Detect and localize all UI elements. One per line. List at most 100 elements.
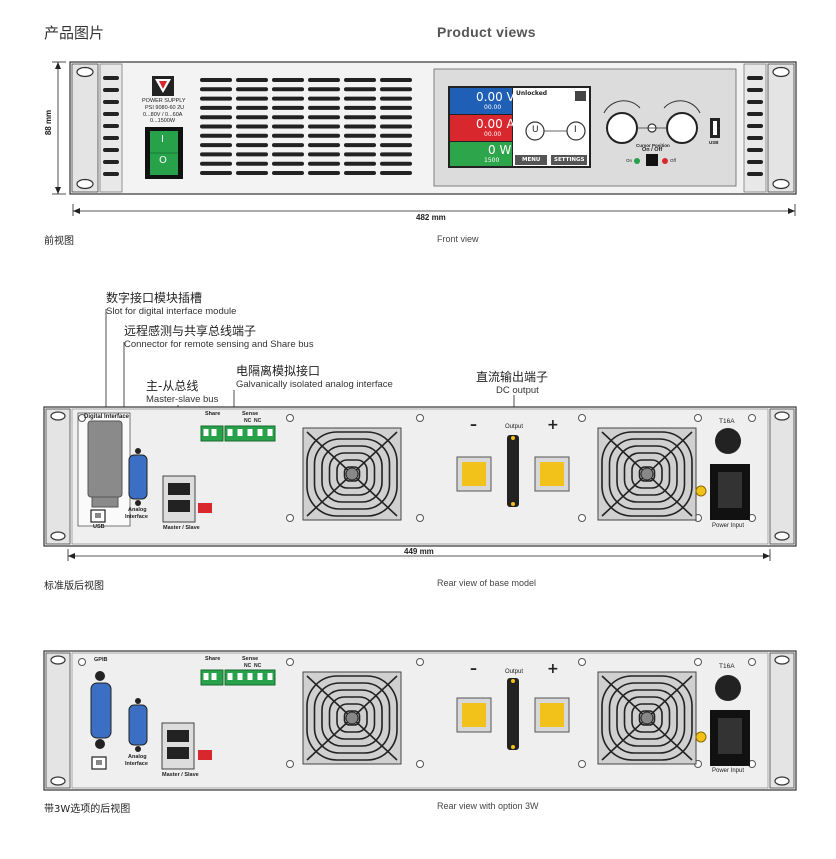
range-label: 0...80V / 0...60A bbox=[143, 112, 183, 118]
digital-interface-label: Digital Interface bbox=[84, 414, 130, 420]
annotation-slot-cn: 数字接口模块插槽 bbox=[106, 291, 203, 305]
usb-label: USB bbox=[93, 524, 105, 530]
annotation-analog-cn: 电隔离模拟接口 bbox=[236, 364, 321, 378]
minus-symbol: – bbox=[470, 661, 477, 677]
menu-button[interactable] bbox=[515, 155, 547, 165]
annotation-master-slave-en: Master-slave bus bbox=[146, 394, 219, 405]
rear-3w-caption-cn: 带3W选项的后视图 bbox=[44, 804, 131, 815]
dip-switch[interactable] bbox=[198, 503, 212, 513]
front-height-label: 88 mm bbox=[44, 109, 54, 136]
brand-logo bbox=[152, 76, 174, 96]
fan-grills bbox=[306, 431, 693, 517]
menu-label: MENU bbox=[522, 157, 541, 163]
off-led-icon bbox=[662, 158, 668, 164]
power-input-label: Power Input bbox=[712, 523, 745, 529]
voltage-set: 00.00 bbox=[484, 104, 502, 111]
status-text: Unlocked bbox=[516, 90, 548, 97]
usb-label: USB bbox=[709, 140, 719, 145]
on-off-label: On / Off bbox=[642, 147, 663, 153]
ground-screw bbox=[695, 485, 707, 497]
analog-label-2: Interface bbox=[125, 761, 148, 767]
page-title-en: Product views bbox=[437, 24, 536, 40]
front-width-dimension bbox=[72, 204, 796, 216]
share-label: Share bbox=[205, 656, 221, 662]
mode-u-label: U bbox=[532, 125, 539, 135]
plus-symbol: + bbox=[547, 417, 559, 433]
annotation-dc-output-cn: 直流输出端子 bbox=[476, 370, 549, 384]
switch-on-symbol: I bbox=[161, 134, 164, 145]
plus-symbol: + bbox=[547, 661, 559, 677]
output-bar bbox=[507, 435, 519, 507]
analog-interface-connector[interactable] bbox=[128, 704, 148, 746]
fuse-holder[interactable] bbox=[715, 428, 741, 454]
rear-width-label: 449 mm bbox=[404, 547, 434, 556]
power-range-label: 0...1500W bbox=[150, 118, 176, 124]
switch-off-symbol: O bbox=[159, 155, 167, 166]
rear-base-caption-en: Rear view of base model bbox=[437, 578, 537, 588]
on-label: On bbox=[626, 158, 633, 163]
analog-label-2: Interface bbox=[125, 514, 148, 520]
sense-label: Sense bbox=[242, 656, 259, 662]
front-caption-cn: 前视图 bbox=[44, 236, 74, 247]
current-field[interactable] bbox=[450, 115, 512, 141]
front-height-dimension bbox=[52, 61, 66, 195]
analog-interface-connector[interactable] bbox=[128, 454, 148, 500]
model-label: PSI 9080-60 2U bbox=[145, 105, 185, 111]
share-label: Share bbox=[205, 411, 221, 417]
power-set: 1500 bbox=[484, 157, 500, 164]
rear-base-caption-cn: 标准版后视图 bbox=[44, 581, 104, 592]
master-slave-label: Master / Slave bbox=[162, 772, 199, 778]
annotation-dc-output-en: DC output bbox=[496, 385, 539, 396]
output-label: Output bbox=[505, 669, 524, 675]
lock-icon[interactable] bbox=[575, 91, 586, 101]
gpib-label: GPIB bbox=[94, 657, 108, 663]
fuse-holder[interactable] bbox=[715, 675, 741, 701]
front-vent-slots bbox=[103, 76, 763, 176]
fan-grills bbox=[306, 675, 693, 761]
fuse-label: T16A bbox=[719, 663, 735, 670]
voltage-field[interactable] bbox=[450, 88, 512, 114]
nc-label-1: NC bbox=[244, 663, 252, 669]
nc-label-1: NC bbox=[244, 418, 252, 424]
annotation-analog-en: Galvanically isolated analog interface bbox=[236, 379, 393, 390]
fuse-label: T16A bbox=[719, 418, 735, 425]
minus-symbol: – bbox=[470, 417, 477, 433]
annotation-slot-en: Slot for digital interface module bbox=[106, 306, 237, 317]
mode-i-label: I bbox=[574, 125, 577, 135]
output-bar bbox=[507, 678, 519, 750]
nc-label-2: NC bbox=[254, 418, 262, 424]
cursor-position-label: Cursor Position bbox=[636, 143, 670, 148]
voltage-value: 0.00 V bbox=[476, 90, 515, 104]
off-label: Off bbox=[670, 158, 676, 163]
power-value: 0 W bbox=[488, 143, 512, 157]
settings-button[interactable] bbox=[551, 155, 587, 165]
dip-switch[interactable] bbox=[198, 750, 212, 760]
front-width-label: 482 mm bbox=[416, 213, 446, 222]
sense-label: Sense bbox=[242, 411, 259, 417]
settings-label: SETTINGS bbox=[554, 157, 585, 163]
annotation-sense-cn: 远程感测与共享总线端子 bbox=[124, 324, 257, 338]
front-caption-en: Front view bbox=[437, 234, 479, 244]
current-value: 0.00 A bbox=[476, 117, 515, 131]
power-field[interactable] bbox=[450, 142, 512, 166]
analog-label-1: Analog bbox=[128, 507, 147, 513]
on-off-button[interactable] bbox=[646, 154, 658, 166]
power-switch[interactable] bbox=[145, 127, 183, 179]
rear-3w-caption-en: Rear view with option 3W bbox=[437, 801, 539, 811]
output-label: Output bbox=[505, 424, 524, 430]
ground-screw bbox=[695, 731, 707, 743]
power-input-label: Power Input bbox=[712, 768, 745, 774]
analog-label-1: Analog bbox=[128, 754, 147, 760]
gpib-connector[interactable] bbox=[90, 682, 112, 739]
on-led-icon bbox=[634, 158, 640, 164]
nc-label-2: NC bbox=[254, 663, 262, 669]
digital-interface-module[interactable] bbox=[87, 420, 123, 498]
rear-3w-details bbox=[78, 658, 756, 768]
master-slave-port[interactable] bbox=[162, 475, 196, 523]
page-title-cn: 产品图片 bbox=[44, 24, 105, 42]
rear-width-dimension bbox=[67, 549, 771, 561]
panel-label: POWER SUPPLY bbox=[142, 98, 186, 104]
master-slave-port[interactable] bbox=[161, 722, 195, 770]
annotation-master-slave-cn: 主-从总线 bbox=[146, 379, 199, 393]
